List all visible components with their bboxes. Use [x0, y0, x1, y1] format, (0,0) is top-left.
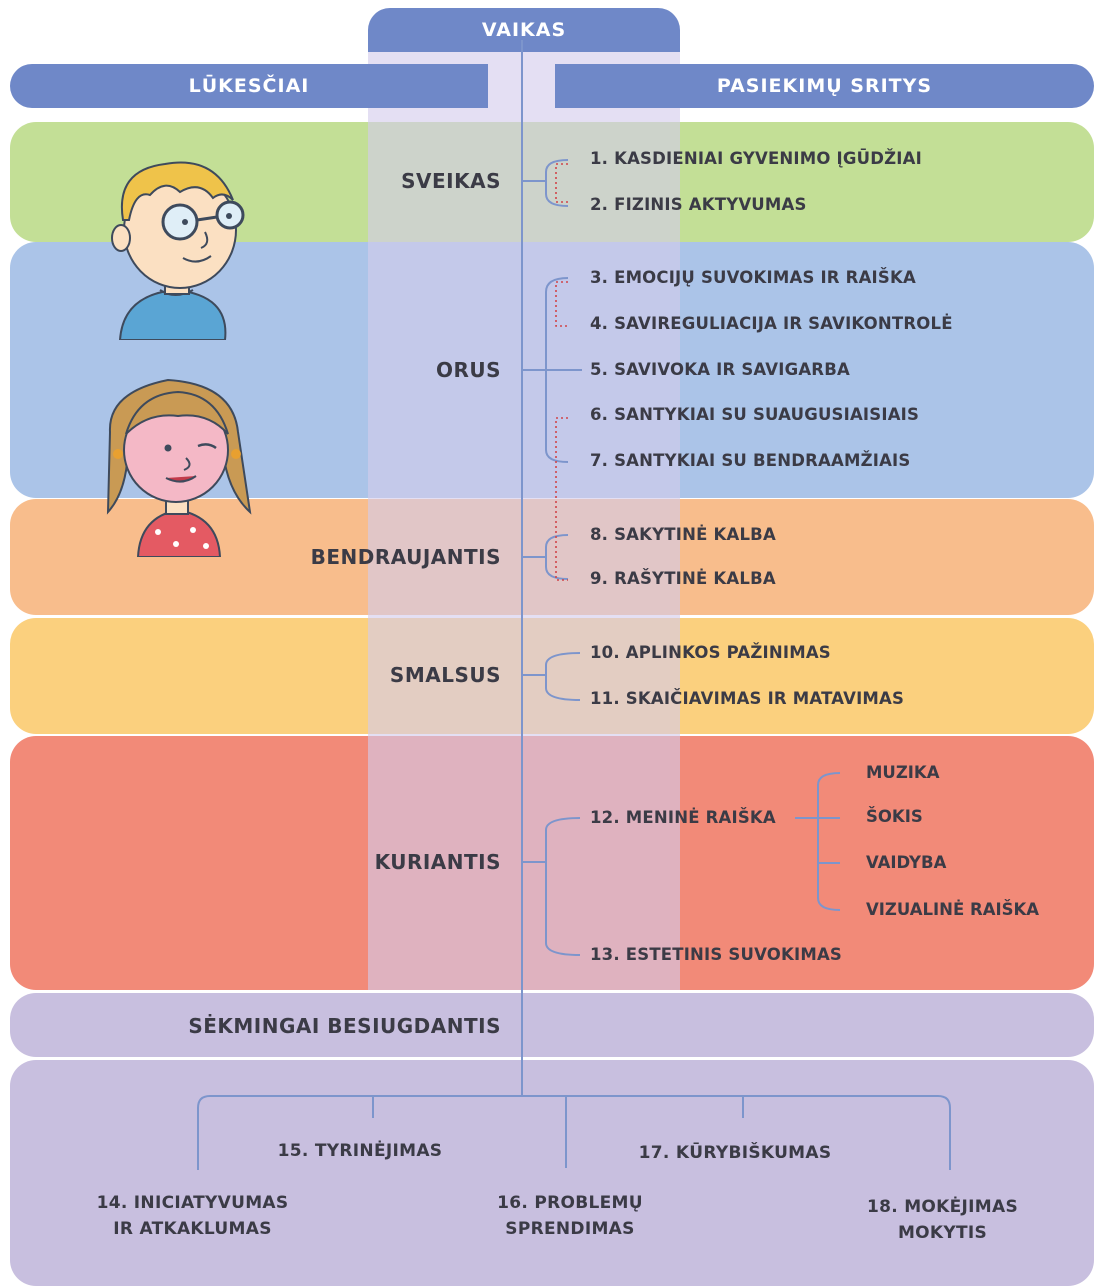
item-9: 9. RAŠYTINĖ KALBA — [590, 569, 776, 588]
item-6: 6. SANTYKIAI SU SUAUGUSIAISIAIS — [590, 405, 920, 424]
subitem-sokis: ŠOKIS — [866, 807, 923, 826]
category-bendraujantis: BENDRAUJANTIS — [310, 545, 501, 569]
subitem-muzika: MUZIKA — [866, 763, 940, 782]
subitem-vizualine: VIZUALINĖ RAIŠKA — [866, 900, 1040, 919]
item-8: 8. SAKYTINĖ KALBA — [590, 525, 776, 544]
header-lukesciai: LŪKESČIAI — [10, 64, 488, 108]
item-12: 12. MENINĖ RAIŠKA — [590, 808, 776, 827]
category-orus: ORUS — [435, 358, 501, 382]
bottom-item-16: 16. PROBLEMŲ SPRENDIMAS — [470, 1190, 670, 1242]
bottom-item-17-label: 17. KŪRYBIŠKUMAS — [638, 1143, 832, 1163]
bottom-item-14-line2: IR ATKAKLUMAS — [113, 1219, 272, 1239]
subitem-vaidyba: VAIDYBA — [866, 853, 947, 872]
bottom-item-16-line1: 16. PROBLEMŲ — [497, 1193, 643, 1213]
item-7: 7. SANTYKIAI SU BENDRAAMŽIAIS — [590, 451, 911, 470]
bottom-item-18-line1: 18. MOKĖJIMAS — [866, 1197, 1019, 1217]
boy-illustration — [111, 161, 245, 340]
bottom-item-16-line2: SPRENDIMAS — [505, 1219, 635, 1239]
bottom-item-15-label: 15. TYRINĖJIMAS — [277, 1141, 443, 1161]
item-11: 11. SKAIČIAVIMAS IR MATAVIMAS — [590, 689, 905, 708]
bottom-item-18: 18. MOKĖJIMAS MOKYTIS — [840, 1194, 1045, 1246]
item-13: 13. ESTETINIS SUVOKIMAS — [590, 945, 843, 964]
category-smalsus: SMALSUS — [389, 663, 501, 687]
band-bottom — [10, 1060, 1094, 1286]
header-pasiekimu-sritys: PASIEKIMŲ SRITYS — [555, 64, 1094, 108]
bottom-item-17: 17. KŪRYBIŠKUMAS — [620, 1140, 850, 1166]
item-4: 4. SAVIREGULIACIJA IR SAVIKONTROLĖ — [590, 314, 953, 333]
bottom-item-14: 14. INICIATYVUMAS IR ATKAKLUMAS — [70, 1190, 315, 1242]
bottom-item-14-line1: 14. INICIATYVUMAS — [96, 1193, 289, 1213]
item-10: 10. APLINKOS PAŽINIMAS — [590, 643, 831, 662]
girl-illustration — [106, 378, 252, 557]
item-3: 3. EMOCIJŲ SUVOKIMAS IR RAIŠKA — [590, 268, 916, 287]
header-vaikas: VAIKAS — [368, 8, 680, 52]
bottom-item-15: 15. TYRINĖJIMAS — [250, 1138, 470, 1164]
category-kuriantis: KURIANTIS — [374, 850, 501, 874]
category-sekmingai: SĖKMINGAI BESIUGDANTIS — [188, 1014, 501, 1038]
item-1: 1. KASDIENIAI GYVENIMO ĮGŪDŽIAI — [590, 149, 922, 168]
category-sveikas: SVEIKAS — [401, 169, 501, 193]
item-2: 2. FIZINIS AKTYVUMAS — [590, 195, 807, 214]
center-column — [368, 40, 680, 990]
item-5: 5. SAVIVOKA IR SAVIGARBA — [590, 360, 850, 379]
band-sekmingai — [10, 993, 1094, 1057]
bottom-item-18-line2: MOKYTIS — [897, 1223, 988, 1243]
